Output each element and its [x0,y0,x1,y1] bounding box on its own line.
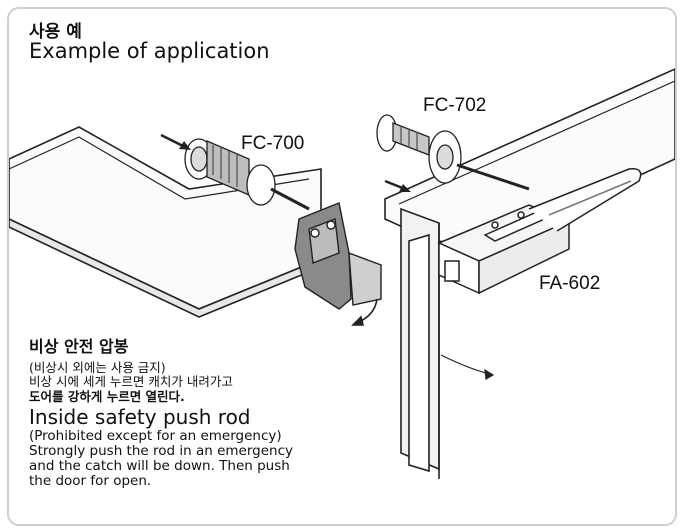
label-fa602: FA-602 [539,273,601,294]
fc700-plunger [184,138,310,211]
fa602-handle [437,168,642,295]
notes-line3-english: and the catch will be down. Then push [29,458,290,474]
notes-line1-korean: (비상시 외에는 사용 금지) [29,360,166,375]
notes-heading-korean: 비상 안전 압봉 [29,337,129,356]
fc702-plunger [376,114,530,191]
notes-line4-english: the door for open. [29,473,152,489]
safety-notes: 비상 안전 압봉 (비상시 외에는 사용 금지) 비상 시에 세게 누르면 캐치… [29,333,389,489]
label-fc702: FC-702 [423,95,487,116]
door-open-arrow [440,354,495,380]
label-fc700: FC-700 [241,133,305,154]
notes-heading-english: Inside safety push rod [29,405,251,429]
left-cabinet-frame [9,126,322,318]
door-panel [400,207,440,479]
notes-line2-korean: 비상 시에 세게 누르면 캐치가 내려가고 [29,374,233,389]
notes-line2-english: Strongly push the rod in an emergency [29,443,293,459]
notes-line1-english: (Prohibited except for an emergency) [29,428,282,444]
page-title-english: Example of application [29,39,270,63]
fc700-arrow [160,133,191,150]
page-title-korean: 사용 예 [29,22,82,42]
diagram-frame: 사용 예 Example of application FC-700 FC-70… [7,7,677,526]
door-latch-illustration [9,68,675,479]
fc702-arrow [384,179,411,192]
notes-line3-korean: 도어를 강하게 누르면 열린다. [29,389,185,404]
catch-rotate-arrow [351,298,378,326]
catch-bracket [294,202,382,310]
